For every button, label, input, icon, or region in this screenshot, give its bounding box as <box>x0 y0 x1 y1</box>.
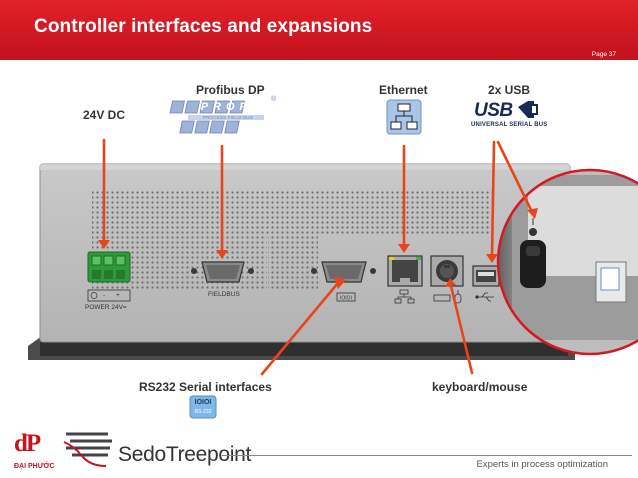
profibus-logo <box>169 100 264 134</box>
terminal-plus: + <box>116 292 120 299</box>
header-sub-bar <box>0 50 638 60</box>
ethernet-port <box>387 255 423 304</box>
header-bar <box>0 0 638 50</box>
page-number: Page 37 <box>591 51 616 58</box>
label-ethernet: Ethernet <box>379 83 428 97</box>
network-icon <box>394 289 415 304</box>
label-usb: 2x USB <box>488 83 531 97</box>
serial-port: IOIOI <box>311 261 376 302</box>
usb-port <box>472 265 500 302</box>
callout-arrows <box>102 138 534 376</box>
svg-text:IOIOI: IOIOI <box>340 296 352 302</box>
usb-logo-sub: UNIVERSAL SERIAL BUS <box>471 122 548 128</box>
fieldbus-label: FIELDBUS <box>208 291 240 298</box>
sedotreepoint-logo-mark <box>63 432 112 467</box>
label-profibus: Profibus DP <box>196 83 265 97</box>
keyboard-icon <box>433 294 451 302</box>
page-title: Controller interfaces and expansions <box>34 16 373 37</box>
company-logo <box>13 430 45 460</box>
vent-grid-top <box>92 190 492 236</box>
arrow-heads <box>98 208 538 289</box>
ethernet-logo-icon <box>386 99 422 135</box>
rs232-icon-bits: IOIOI <box>194 399 212 406</box>
label-rs232: RS232 Serial interfaces <box>139 380 272 394</box>
device-base-front <box>40 342 568 356</box>
company-logo-text: ĐẠI PHƯỚC <box>14 463 55 470</box>
rs232-icon-text: RS-232 <box>194 409 212 415</box>
footer-divider <box>222 455 632 456</box>
fieldbus-connector <box>191 261 254 283</box>
profibus-logo-word: PROFI <box>200 101 260 113</box>
usb-logo-word: USB <box>474 100 513 121</box>
tagline: Experts in process optimization <box>476 459 608 470</box>
profibus-logo-sub: PROCESS FIELD BUS <box>203 114 253 120</box>
rs232-icon <box>189 395 217 419</box>
usb-logo <box>518 101 538 118</box>
brand-name: SedoTreepoint <box>118 443 252 466</box>
power-label: POWER 24V= <box>85 304 127 311</box>
ground-icon <box>90 292 98 299</box>
company-logo-letters: dP <box>14 430 41 457</box>
vent-grid-middle <box>268 236 318 290</box>
label-24v-dc: 24V DC <box>83 108 126 122</box>
label-keyboard-mouse: keyboard/mouse <box>432 380 528 394</box>
usb-plug-icon <box>475 292 494 302</box>
power-terminal <box>87 251 131 302</box>
terminal-minus: - <box>103 292 106 299</box>
usb-zoom-circle <box>496 168 638 356</box>
registered-mark: ® <box>271 96 277 103</box>
ps2-port <box>430 255 464 304</box>
